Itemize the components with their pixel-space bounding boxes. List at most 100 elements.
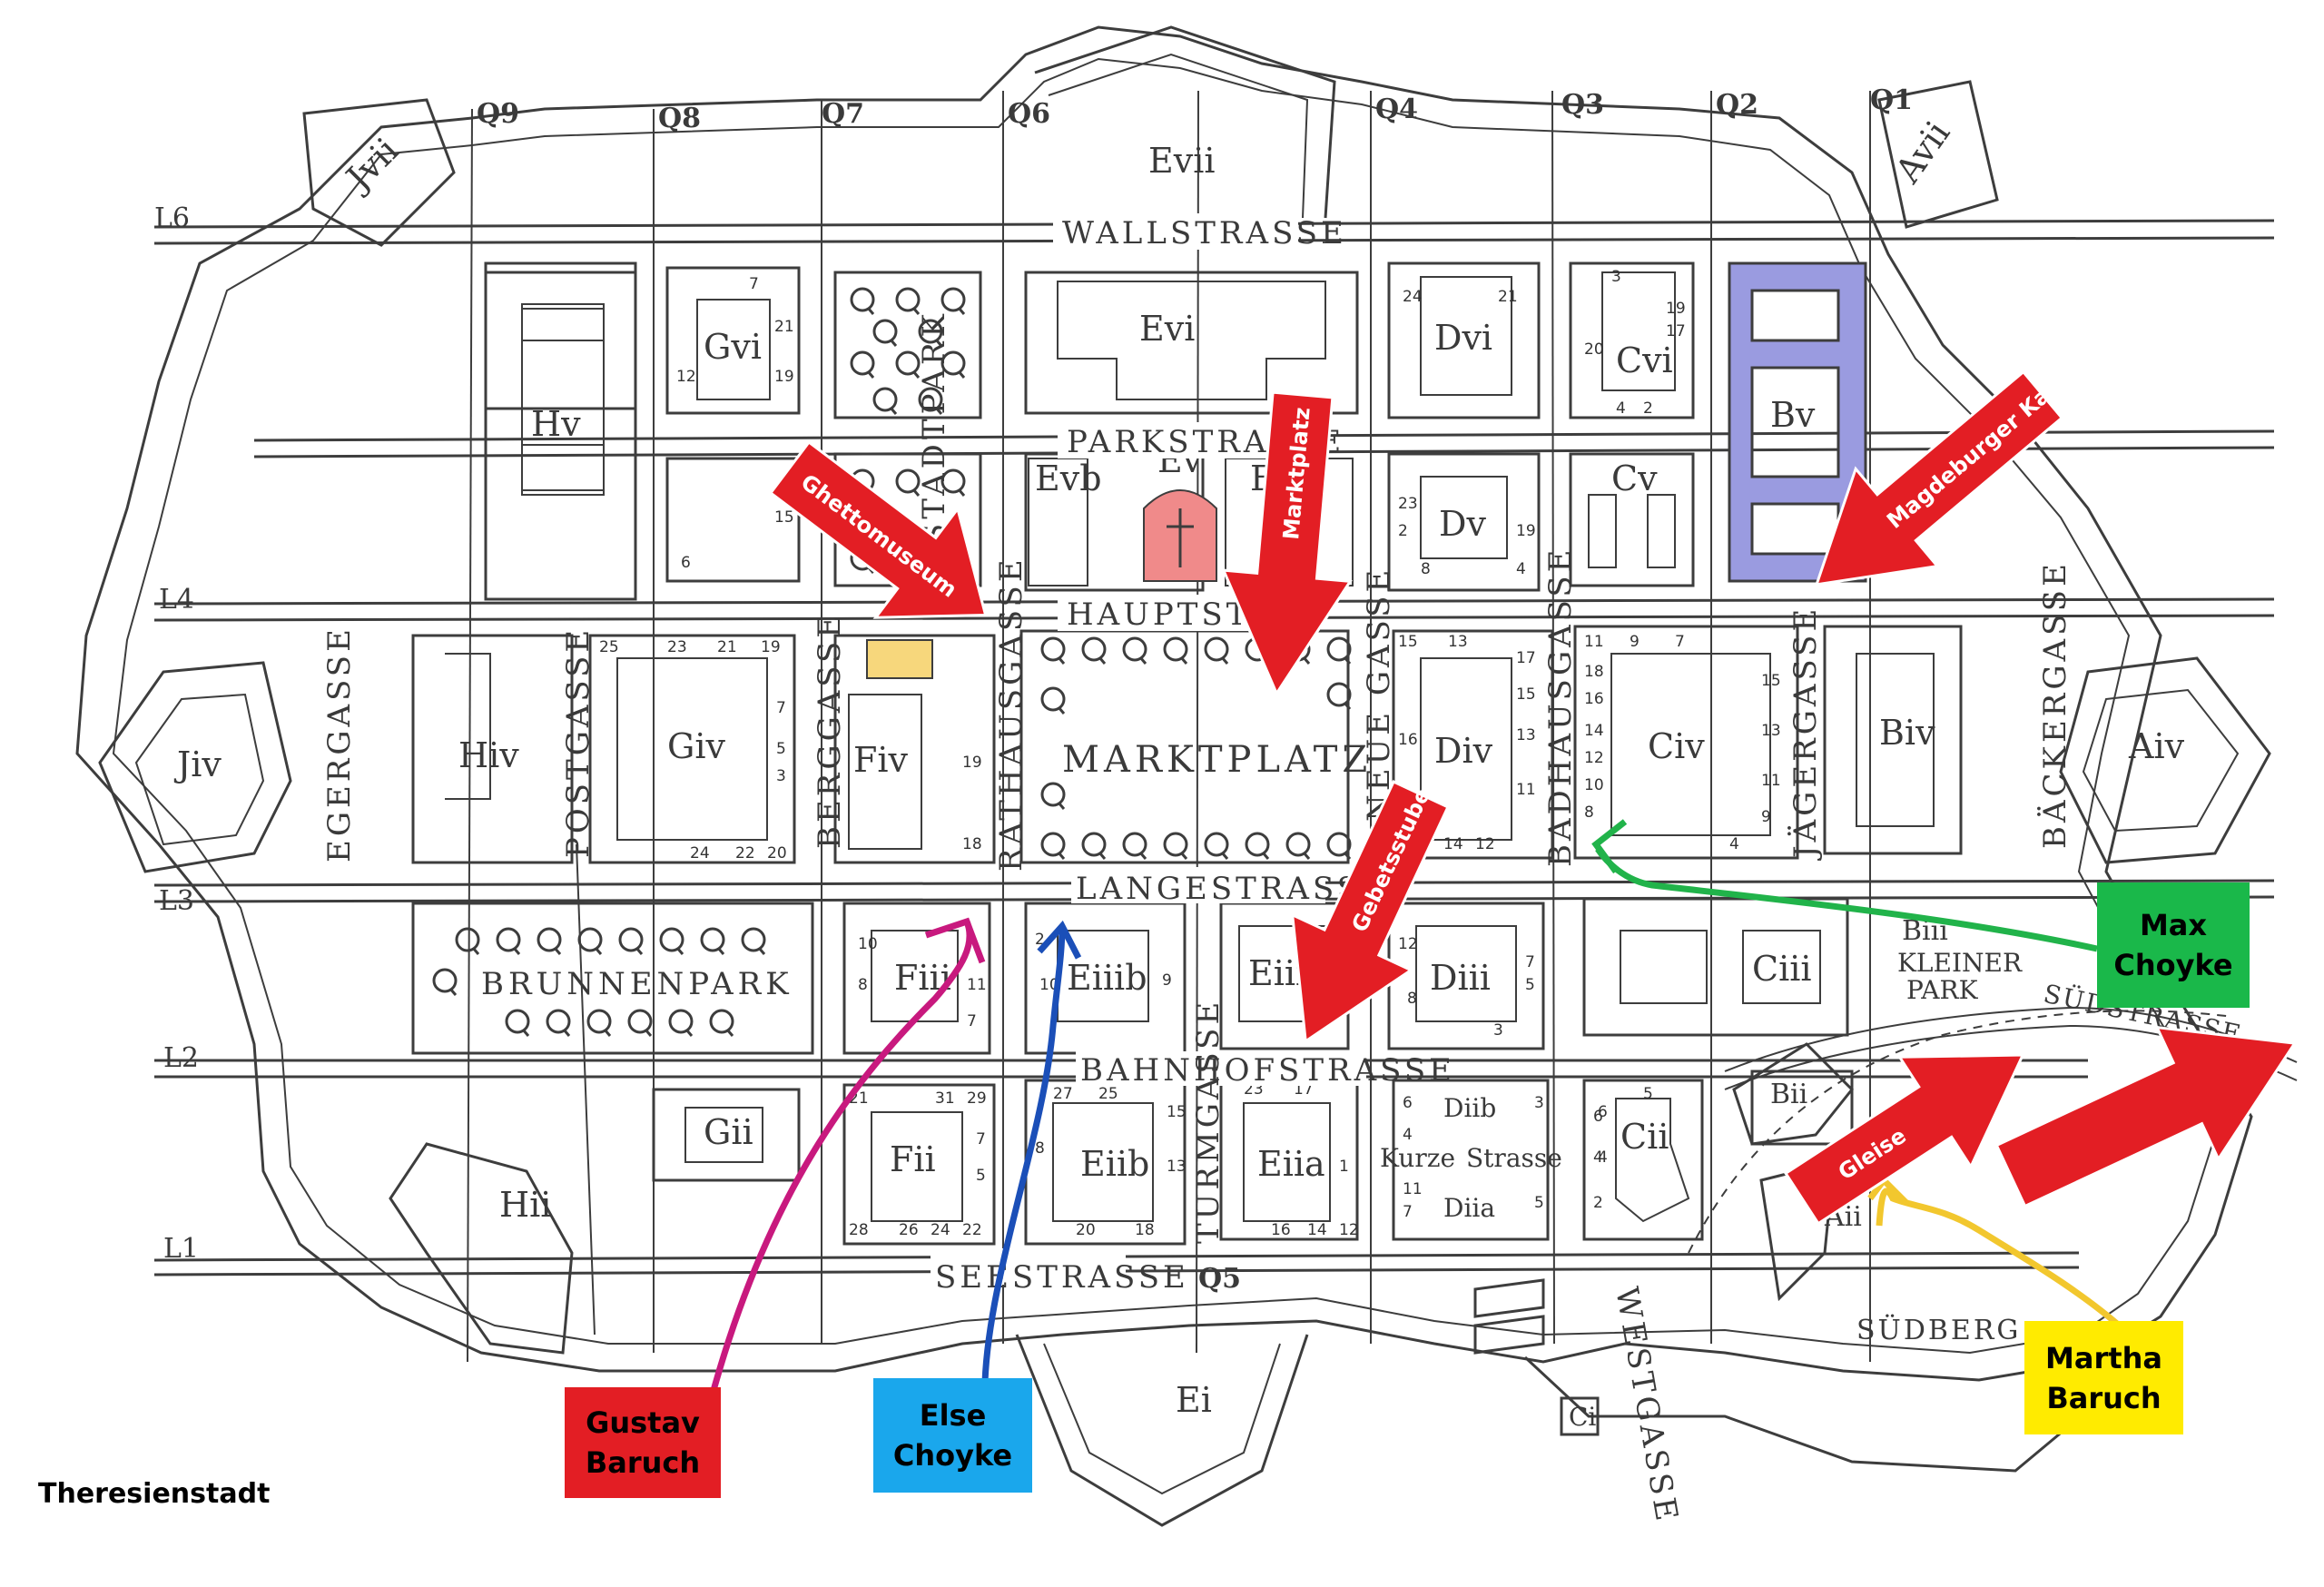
tree-stem <box>553 947 562 955</box>
svg-text:5: 5 <box>1643 1085 1653 1103</box>
tree-symbol <box>455 927 480 952</box>
tree-stem <box>644 1029 653 1037</box>
block-label: Cii <box>1620 1117 1669 1157</box>
street-rathausgasse: RATHAUSGASSE <box>993 556 1029 872</box>
svg-text:23: 23 <box>667 638 687 656</box>
svg-text:8: 8 <box>1421 560 1431 578</box>
svg-text:7: 7 <box>776 699 786 717</box>
grid-col-q7: Q7 <box>822 98 864 130</box>
tree-symbol <box>1040 686 1066 712</box>
svg-text:28: 28 <box>849 1221 869 1239</box>
svg-text:3: 3 <box>1611 268 1621 286</box>
svg-text:24: 24 <box>931 1221 950 1239</box>
tree-stem <box>1343 702 1352 710</box>
block-label: Eiia <box>1257 1144 1325 1184</box>
svg-text:1: 1 <box>1339 1158 1349 1176</box>
bastions <box>98 80 2271 1436</box>
tree-stem <box>1179 852 1188 860</box>
block-label: Cvi <box>1616 340 1673 380</box>
tree-symbol <box>1204 636 1229 662</box>
ghettomuseum-highlight <box>866 639 933 679</box>
svg-text:17: 17 <box>1666 322 1686 340</box>
block-label: Avii <box>1887 113 1958 191</box>
svg-text:10: 10 <box>1584 776 1604 794</box>
svg-text:19: 19 <box>774 368 794 386</box>
svg-text:24: 24 <box>1403 288 1423 306</box>
svg-text:9: 9 <box>1162 971 1172 990</box>
tree-symbol <box>918 319 943 344</box>
svg-text:8: 8 <box>1035 1139 1045 1158</box>
grid-row-l4: L4 <box>159 584 194 616</box>
svg-text:19: 19 <box>1516 522 1536 540</box>
tree-symbol <box>1040 832 1066 857</box>
tree-symbol <box>1122 636 1147 662</box>
tree-stem <box>1098 852 1107 860</box>
tree-symbol <box>496 927 521 952</box>
svg-text:15: 15 <box>774 508 794 527</box>
block-label: Fii <box>890 1139 936 1179</box>
tree-stem <box>635 947 644 955</box>
svg-text:10: 10 <box>858 935 878 953</box>
svg-text:6: 6 <box>1593 1108 1603 1126</box>
tree-symbol <box>1285 832 1311 857</box>
svg-text:11: 11 <box>967 976 987 994</box>
tree-symbol <box>741 927 766 952</box>
svg-text:2: 2 <box>1035 931 1045 949</box>
svg-text:14: 14 <box>1584 722 1604 740</box>
tree-symbol <box>577 927 603 952</box>
svg-text:2: 2 <box>1398 522 1408 540</box>
svg-text:4: 4 <box>1593 1148 1603 1167</box>
tree-stem <box>911 488 921 497</box>
block-label: Civ <box>1648 726 1705 766</box>
tree-stem <box>911 370 921 379</box>
svg-text:15: 15 <box>1516 685 1536 704</box>
svg-text:11: 11 <box>1761 772 1781 790</box>
tree-symbol <box>895 287 921 312</box>
tree-stem <box>1057 802 1066 810</box>
svg-text:13: 13 <box>1761 722 1781 740</box>
marktplatz-arrow: Marktplatz <box>1221 390 1353 696</box>
street-langestrasse: LANGESTRASSE <box>1076 871 1388 907</box>
tree-symbol <box>850 350 875 376</box>
svg-text:18: 18 <box>1135 1221 1155 1239</box>
block-label: Hiv <box>458 735 519 775</box>
block-label: Eiib <box>1080 1144 1149 1184</box>
svg-text:19: 19 <box>962 754 982 772</box>
svg-text:14: 14 <box>1443 835 1463 853</box>
tree-symbol <box>1081 636 1107 662</box>
tree-symbol <box>850 287 875 312</box>
suedberg-label: SÜDBERG <box>1856 1314 2021 1346</box>
block-label: Hii <box>499 1185 551 1225</box>
svg-text:15: 15 <box>1167 1103 1187 1121</box>
block-label: Ei <box>1176 1380 1212 1420</box>
street-kurze: Kurze <box>1380 1143 1455 1173</box>
svg-text:12: 12 <box>1398 935 1418 953</box>
block-label: Jvii <box>336 130 406 200</box>
svg-text:20: 20 <box>1076 1221 1096 1239</box>
grid-col-q9: Q9 <box>477 98 519 130</box>
svg-text:25: 25 <box>1098 1085 1118 1103</box>
else-choyke-line <box>981 925 1066 1383</box>
else-choyke-box: Else Choyke <box>873 1378 1032 1493</box>
max-choyke-line <box>1595 847 2098 952</box>
svg-text:7: 7 <box>1675 633 1685 651</box>
svg-text:18: 18 <box>962 835 982 853</box>
magdeburger-kaserne-arrow-label: Magdeburger Kaserne <box>1882 339 2108 534</box>
tree-stem <box>957 307 966 315</box>
tree-stem <box>716 947 725 955</box>
tree-stem <box>675 947 684 955</box>
block-label: Diii <box>1430 958 1491 998</box>
tree-stem <box>1057 706 1066 715</box>
grid-row-l2: L2 <box>163 1042 199 1074</box>
svg-text:11: 11 <box>1584 633 1604 651</box>
tree-symbol <box>872 387 898 412</box>
svg-text:5: 5 <box>1534 1194 1544 1212</box>
grid-row-l6: L6 <box>154 202 190 234</box>
svg-text:8: 8 <box>1584 803 1594 822</box>
place-labels: MARKTPLATZ BRUNNENPARK STADTPARK KLEINER… <box>481 310 2023 1346</box>
svg-text:6: 6 <box>681 554 691 572</box>
block-label: Div <box>1434 731 1493 771</box>
ghettomuseum-arrow: Ghettomuseum <box>768 439 988 619</box>
tree-symbol <box>1326 636 1352 662</box>
